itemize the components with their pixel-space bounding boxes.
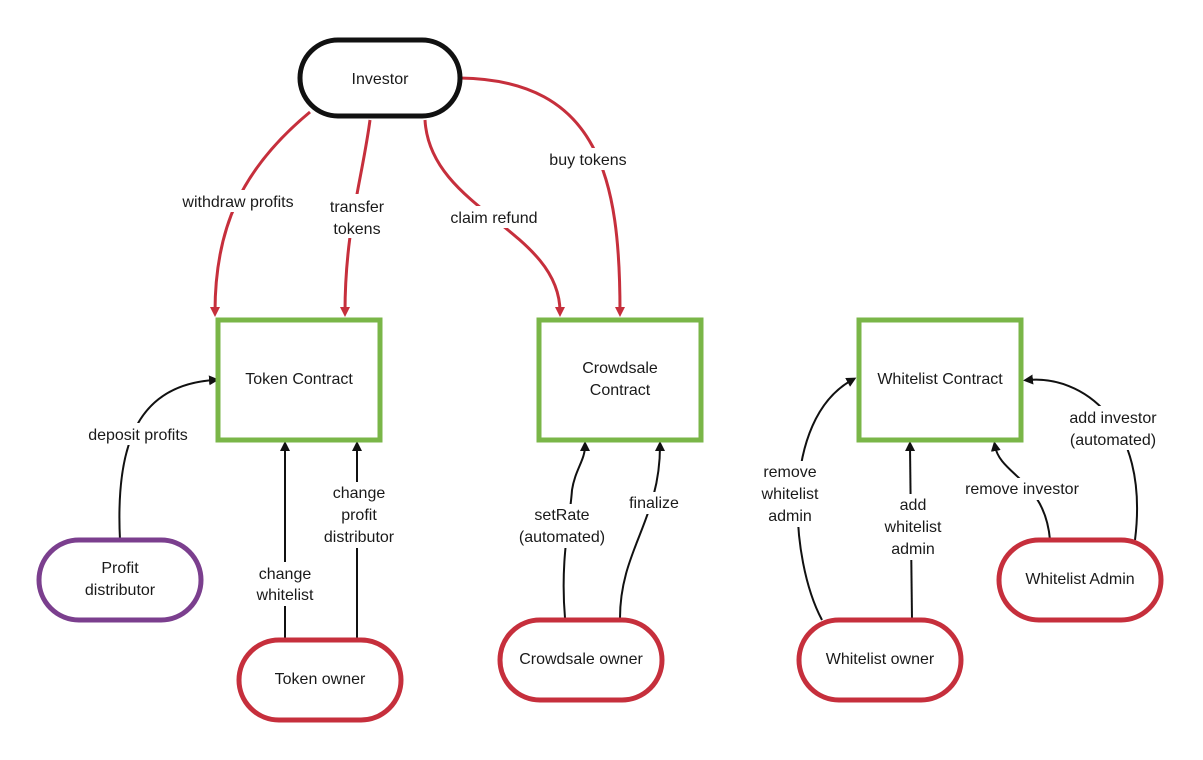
node-whitelist-contract-label: Whitelist Contract (877, 371, 1003, 388)
node-crowdsale-contract-label-line2: Contract (590, 382, 651, 399)
label-change-whitelist: change whitelist (247, 562, 323, 606)
label-add-whitelist-admin: add whitelist admin (874, 494, 952, 560)
label-add-investor: add investor (automated) (1058, 406, 1168, 450)
svg-text:withdraw profits: withdraw profits (181, 194, 293, 211)
svg-text:finalize: finalize (629, 495, 679, 512)
node-crowdsale-owner[interactable]: Crowdsale owner (497, 617, 665, 703)
svg-text:buy tokens: buy tokens (549, 152, 626, 169)
label-finalize: finalize (622, 492, 686, 514)
edge-buy-tokens (459, 76, 625, 317)
edge-deposit-profits (118, 375, 219, 541)
label-buy-tokens: buy tokens (540, 148, 636, 170)
node-whitelist-owner-label: Whitelist owner (826, 651, 935, 668)
node-token-contract-label: Token Contract (245, 371, 353, 388)
svg-text:whitelist: whitelist (761, 486, 819, 503)
node-investor-label: Investor (352, 71, 410, 88)
svg-text:remove: remove (763, 464, 816, 481)
svg-text:transfer: transfer (330, 199, 385, 216)
label-deposit-profits: deposit profits (78, 423, 198, 445)
node-profit-distributor-label-line1: Profit (101, 560, 139, 577)
label-withdraw-profits: withdraw profits (172, 190, 304, 212)
edge-finalize (619, 441, 665, 619)
node-crowdsale-contract[interactable]: Crowdsale Contract (536, 317, 704, 443)
svg-text:tokens: tokens (333, 221, 380, 238)
node-token-contract[interactable]: Token Contract (215, 317, 383, 443)
svg-text:change: change (259, 566, 312, 583)
svg-text:distributor: distributor (324, 529, 395, 546)
svg-text:deposit profits: deposit profits (88, 427, 188, 444)
node-whitelist-contract[interactable]: Whitelist Contract (856, 317, 1024, 443)
svg-text:add investor: add investor (1069, 410, 1157, 427)
node-whitelist-admin[interactable]: Whitelist Admin (996, 537, 1164, 623)
edge-set-rate (562, 441, 590, 619)
svg-text:whitelist: whitelist (884, 519, 942, 536)
svg-text:claim refund: claim refund (450, 210, 537, 227)
node-whitelist-owner[interactable]: Whitelist owner (796, 617, 964, 703)
svg-text:change: change (333, 485, 386, 502)
svg-text:(automated): (automated) (519, 529, 605, 546)
label-set-rate: setRate (automated) (510, 504, 614, 548)
node-crowdsale-contract-label-line1: Crowdsale (582, 360, 658, 377)
label-claim-refund: claim refund (440, 206, 548, 228)
label-transfer-tokens: transfer tokens (322, 194, 392, 238)
svg-text:admin: admin (768, 508, 812, 525)
svg-text:admin: admin (891, 541, 935, 558)
label-change-profit-distributor: change profit distributor (316, 482, 402, 548)
node-profit-distributor[interactable]: Profit distributor (36, 537, 204, 623)
label-remove-whitelist-admin: remove whitelist admin (752, 461, 830, 527)
node-token-owner-label: Token owner (275, 671, 366, 688)
svg-text:(automated): (automated) (1070, 432, 1156, 449)
node-crowdsale-owner-label: Crowdsale owner (519, 651, 643, 668)
svg-text:add: add (900, 497, 927, 514)
svg-text:remove investor: remove investor (965, 481, 1079, 498)
node-token-owner[interactable]: Token owner (236, 637, 404, 723)
node-profit-distributor-label-line2: distributor (85, 582, 156, 599)
node-investor[interactable]: Investor (297, 37, 463, 119)
svg-text:whitelist: whitelist (256, 587, 314, 604)
label-remove-investor: remove investor (954, 478, 1090, 500)
node-whitelist-admin-label: Whitelist Admin (1025, 571, 1134, 588)
svg-text:setRate: setRate (534, 507, 589, 524)
svg-text:profit: profit (341, 507, 377, 524)
